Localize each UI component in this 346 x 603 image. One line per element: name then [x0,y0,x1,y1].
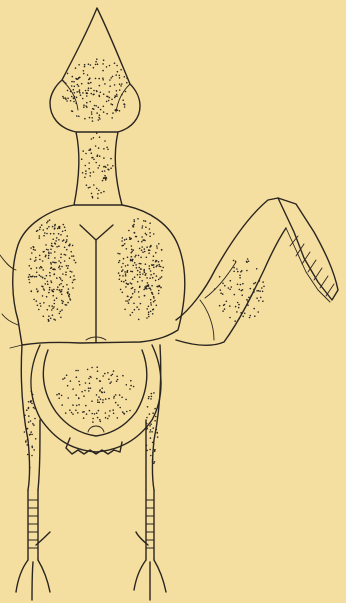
left-leg [16,345,50,600]
right-wing [176,198,338,345]
stipple-shading [24,58,265,468]
abdomen [31,345,161,454]
head [50,8,140,132]
